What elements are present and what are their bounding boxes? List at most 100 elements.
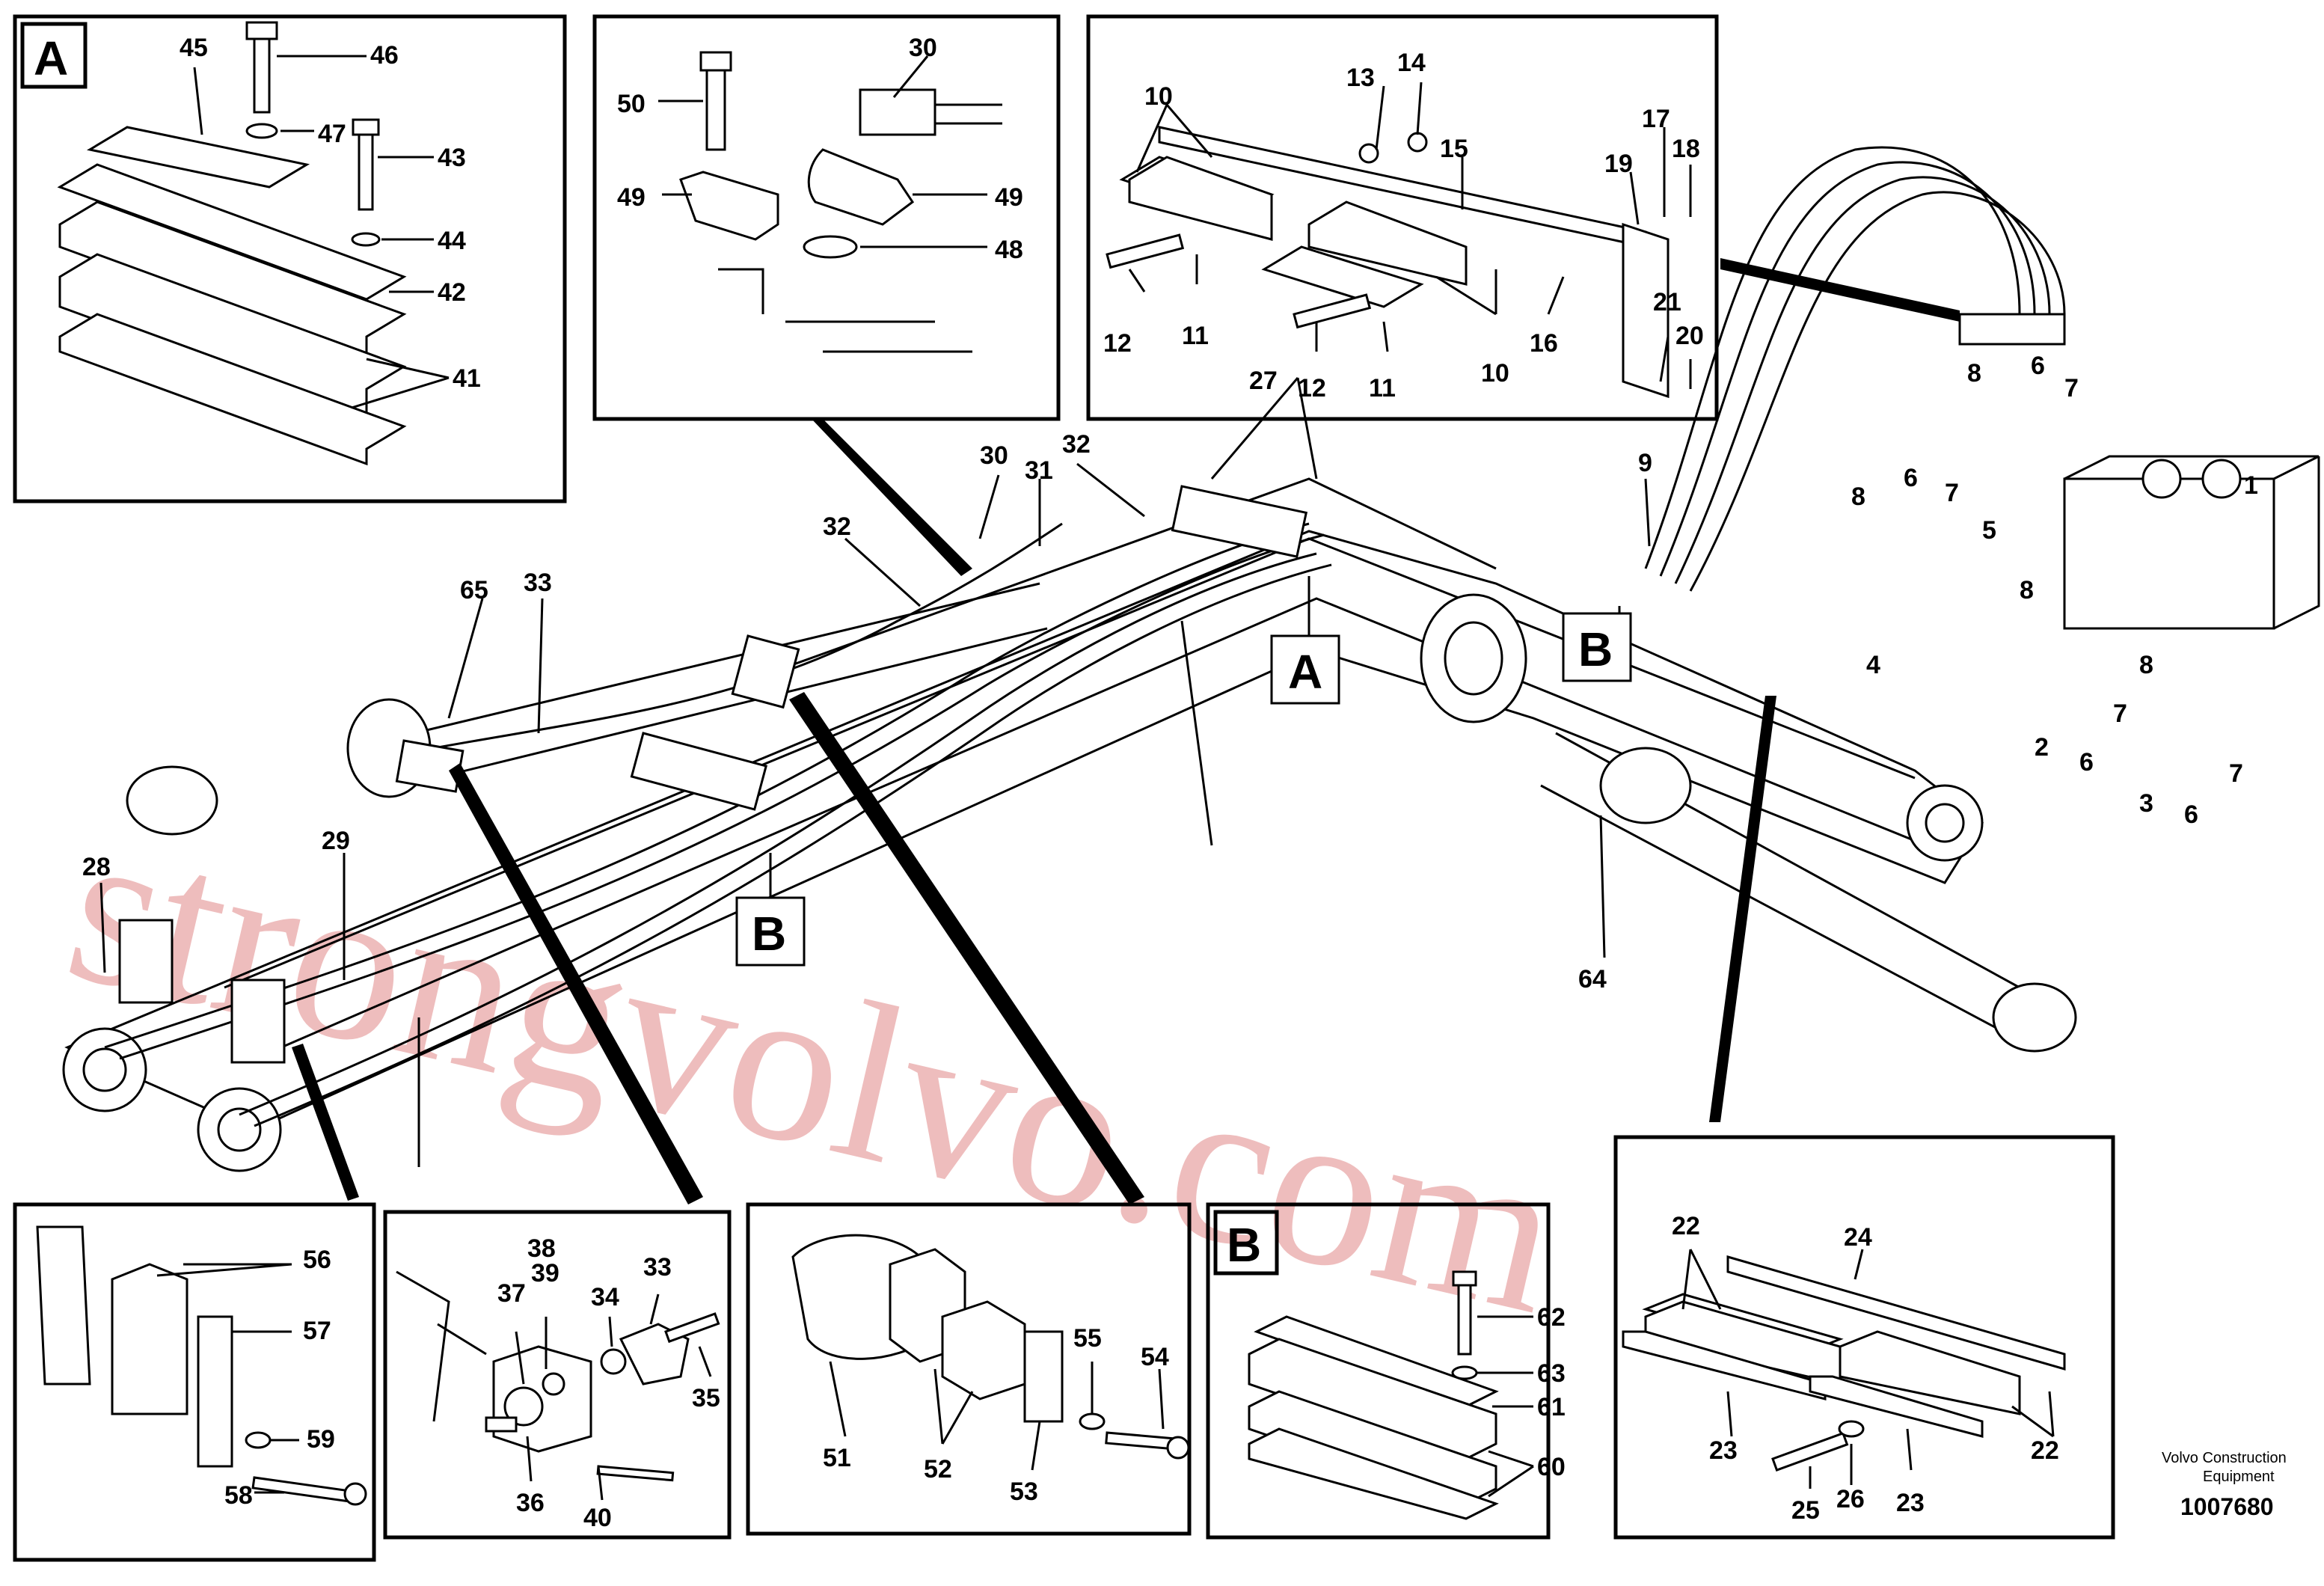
callout-10-b: 10 (1481, 359, 1509, 388)
callout-30-main: 30 (980, 441, 1008, 470)
callout-45: 45 (180, 34, 208, 62)
callout-19: 19 (1604, 150, 1633, 178)
callout-28: 28 (82, 853, 111, 881)
detail-hose-clamp-panel: 51 52 53 55 54 (746, 1202, 1192, 1536)
callout-34: 34 (591, 1283, 619, 1311)
callout-59: 59 (307, 1425, 335, 1454)
callout-22-b: 22 (2031, 1436, 2059, 1465)
callout-52: 52 (924, 1455, 952, 1484)
callout-21: 21 (1653, 288, 1681, 316)
callout-47: 47 (318, 120, 346, 148)
callout-7-c: 7 (2113, 699, 2127, 728)
callout-7-d: 7 (2229, 759, 2243, 788)
callout-58: 58 (224, 1481, 253, 1510)
detail-a-panel: A 45 46 47 43 44 42 41 (13, 14, 567, 503)
callout-33-detail: 33 (643, 1253, 672, 1282)
callout-7-b: 7 (1945, 479, 1959, 507)
callout-1: 1 (2244, 471, 2258, 500)
callout-46: 46 (370, 41, 399, 70)
callout-53: 53 (1010, 1478, 1038, 1506)
callout-38: 38 (527, 1234, 556, 1263)
callout-55: 55 (1073, 1324, 1102, 1353)
detail-junction-panel: 38 39 37 34 33 35 36 40 (383, 1210, 732, 1540)
callout-64: 64 (1578, 965, 1607, 993)
callout-60: 60 (1537, 1453, 1566, 1481)
detail-b-title: B (1227, 1218, 1261, 1272)
callout-35: 35 (692, 1384, 720, 1412)
callout-33-main: 33 (524, 569, 552, 597)
detail-a-title: A (34, 31, 68, 85)
detail-bracket-panel: 56 57 59 58 (13, 1202, 376, 1562)
callout-7-a: 7 (2064, 374, 2079, 402)
callout-48: 48 (995, 236, 1023, 264)
callout-30-detail: 30 (909, 34, 937, 62)
callout-11-a: 11 (1182, 322, 1209, 350)
detail-pointers (292, 258, 1960, 1204)
callout-18: 18 (1672, 135, 1700, 163)
callout-17: 17 (1642, 105, 1670, 133)
callout-43: 43 (438, 144, 466, 172)
callout-40: 40 (583, 1504, 612, 1532)
callout-56: 56 (303, 1246, 331, 1274)
callout-8-b: 8 (1851, 483, 1865, 511)
detail-b-panel: B 62 63 61 60 (1206, 1202, 1566, 1540)
callout-4: 4 (1866, 651, 1880, 679)
callout-62: 62 (1537, 1303, 1566, 1332)
callout-49-a: 49 (617, 183, 646, 212)
callout-44: 44 (438, 227, 466, 255)
callout-26: 26 (1836, 1485, 1865, 1513)
detail-clamp-rail-panel: 10 10 13 14 15 16 17 18 19 20 21 11 11 1… (1086, 14, 1719, 421)
callout-31: 31 (1025, 456, 1053, 485)
callout-8-a: 8 (1967, 359, 1981, 388)
callout-6-c: 6 (2079, 748, 2094, 777)
callout-5: 5 (1982, 516, 1996, 545)
callout-24: 24 (1844, 1223, 1872, 1252)
brand-line-1: Volvo Construction (2162, 1450, 2287, 1466)
drawing-number: 1007680 (2180, 1493, 2274, 1520)
callout-41: 41 (453, 364, 481, 393)
callout-29: 29 (322, 827, 350, 855)
callout-14: 14 (1397, 49, 1426, 77)
callout-9: 9 (1638, 449, 1652, 477)
callout-27: 27 (1249, 367, 1278, 395)
callout-6-b: 6 (1904, 464, 1918, 492)
callout-8-d: 8 (2139, 651, 2153, 679)
callout-54: 54 (1141, 1343, 1169, 1371)
detail-fitting-panel: 50 49 49 48 30 (592, 14, 1061, 421)
callout-51: 51 (823, 1444, 851, 1472)
callout-25: 25 (1791, 1496, 1820, 1525)
callout-36: 36 (516, 1489, 545, 1517)
main-leader-lines (99, 377, 1651, 980)
detail-rail-clamp-panel: 22 22 24 23 23 25 26 (1613, 1135, 2115, 1540)
callout-2: 2 (2035, 733, 2049, 762)
callout-32-b: 32 (823, 512, 851, 541)
callout-42: 42 (438, 278, 466, 307)
section-marker-a: A (1288, 645, 1322, 699)
callout-57: 57 (303, 1317, 331, 1345)
main-boom-assembly (62, 146, 2320, 1172)
callout-23-b: 23 (1896, 1489, 1925, 1517)
callout-6-d: 6 (2184, 800, 2198, 829)
main-view-labels: 27 9 30 31 32 32 65 33 29 28 64 1 2 3 4 … (82, 352, 2258, 993)
callout-12-b: 12 (1298, 374, 1326, 402)
callout-22-a: 22 (1672, 1212, 1700, 1240)
callout-3: 3 (2139, 789, 2153, 818)
callout-10-a: 10 (1144, 82, 1173, 111)
callout-20: 20 (1675, 322, 1704, 350)
callout-49-b: 49 (995, 183, 1023, 212)
callout-13: 13 (1346, 64, 1375, 92)
callout-37: 37 (497, 1279, 526, 1308)
callout-39: 39 (531, 1259, 559, 1288)
callout-61: 61 (1537, 1393, 1566, 1421)
callout-50: 50 (617, 90, 646, 118)
callout-6-a: 6 (2031, 352, 2045, 380)
callout-16: 16 (1530, 329, 1558, 358)
drawing-info: Volvo Construction Equipment 1007680 (2162, 1450, 2287, 1520)
callout-23-a: 23 (1709, 1436, 1738, 1465)
section-marker-b-front: B (752, 907, 786, 961)
brand-line-2: Equipment (2203, 1469, 2275, 1485)
callout-12-a: 12 (1103, 329, 1132, 358)
callout-15: 15 (1440, 135, 1468, 163)
callout-65: 65 (460, 576, 488, 604)
callout-63: 63 (1537, 1359, 1566, 1388)
